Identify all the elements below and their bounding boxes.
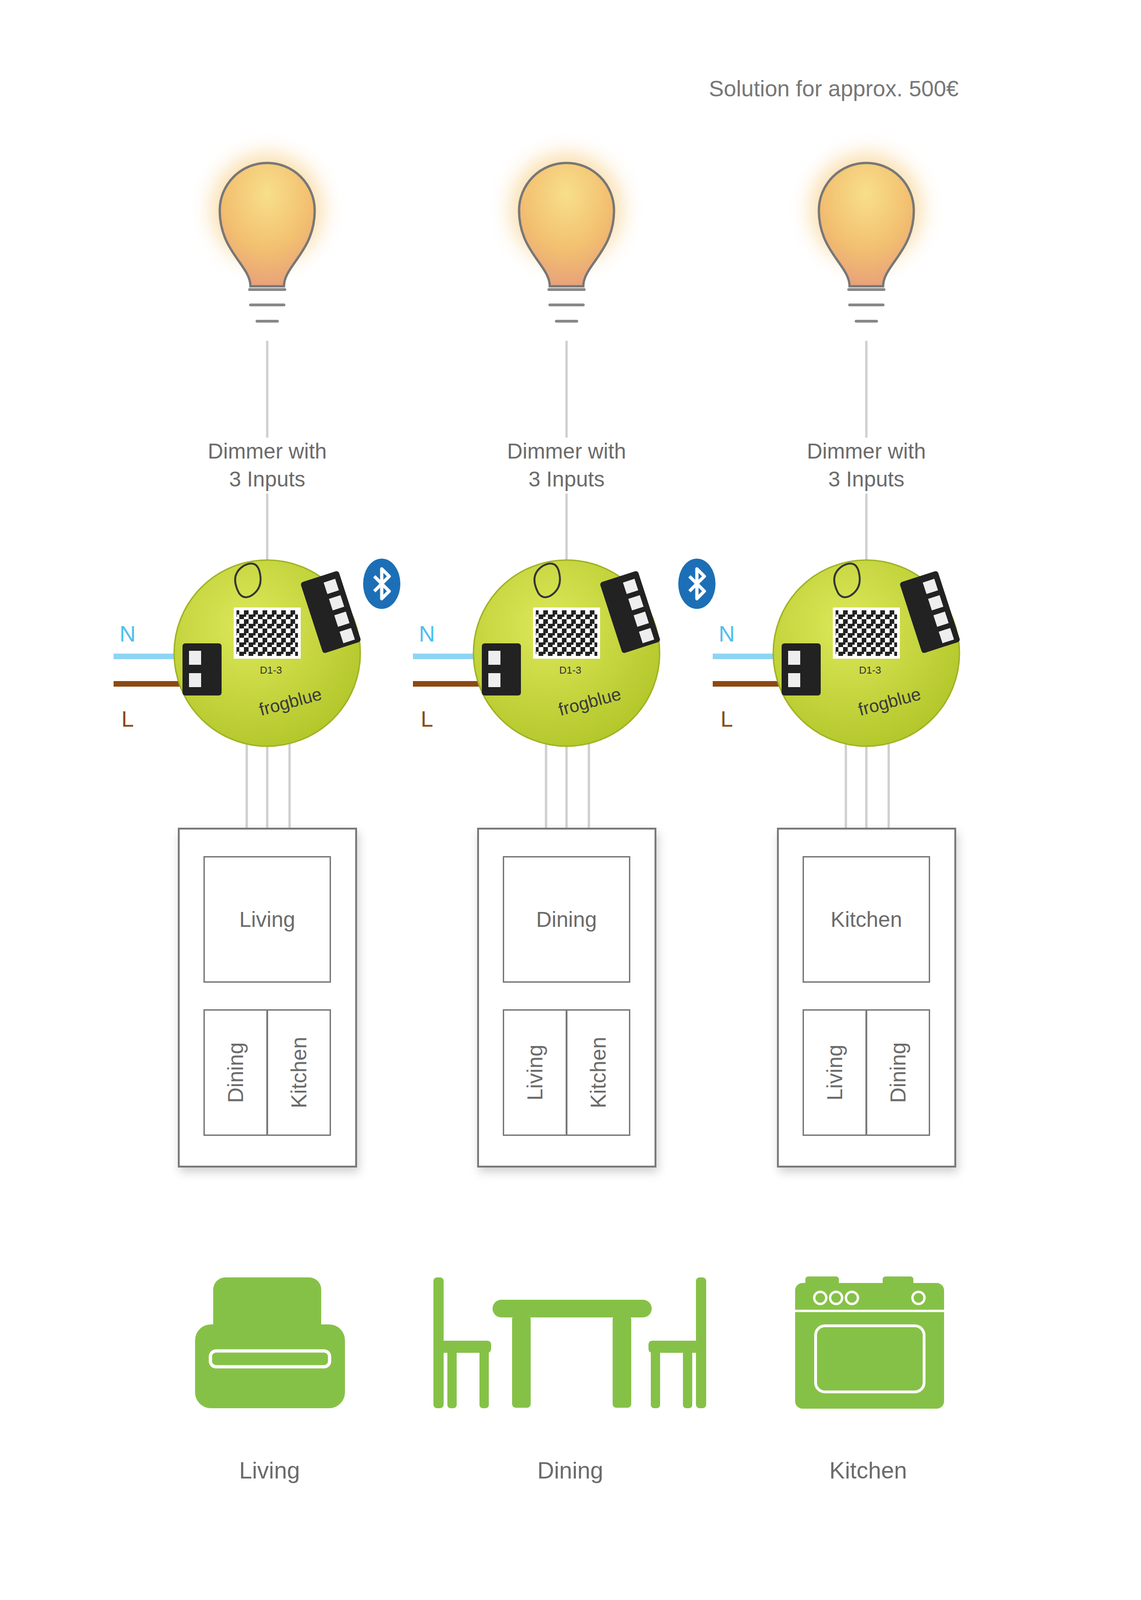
- model-number: D1-3: [858, 663, 882, 678]
- neutral-label: N: [119, 619, 136, 649]
- price-note: Solution for approx. 500€: [708, 74, 959, 104]
- oven-body: [795, 1282, 945, 1409]
- sofa-body: [195, 1324, 345, 1409]
- dimmer-column: [113, 153, 362, 1167]
- chair-leg: [682, 1350, 693, 1409]
- button-label: Kitchen: [830, 906, 902, 932]
- dimmer-column: [412, 153, 661, 1167]
- oven-door: [815, 1325, 925, 1392]
- rocker-button-small: Dining: [203, 1009, 268, 1136]
- chair-leg: [479, 1350, 489, 1409]
- dimmer-label: Dimmer with 3 Inputs: [502, 437, 631, 494]
- dimmer-label: Dimmer with 3 Inputs: [802, 437, 931, 494]
- bluetooth-icon: [678, 558, 716, 609]
- rocker-button-small: Kitchen: [566, 1009, 631, 1136]
- button-label: Kitchen: [286, 1036, 312, 1108]
- oven-knob: [814, 1291, 827, 1304]
- room-label: Dining: [537, 1455, 604, 1486]
- rocker-button-large: Living: [203, 856, 331, 983]
- rocker-button-small: Living: [802, 1009, 867, 1136]
- rocker-button-small: Kitchen: [266, 1009, 331, 1136]
- oven-knob: [830, 1291, 843, 1304]
- neutral-label: N: [718, 619, 736, 649]
- rocker-button-small: Dining: [865, 1009, 931, 1136]
- rocker-button-small: Living: [502, 1009, 568, 1136]
- live-label: L: [720, 704, 734, 734]
- button-label: Living: [822, 1044, 848, 1101]
- dimmer-label: Dimmer with 3 Inputs: [203, 437, 332, 494]
- button-label: Living: [522, 1044, 548, 1101]
- table-leg: [612, 1315, 632, 1408]
- button-label: Kitchen: [585, 1036, 611, 1108]
- oven-divider: [795, 1309, 945, 1313]
- oven-knob: [845, 1291, 858, 1304]
- sofa-seat: [210, 1350, 330, 1367]
- rocker-button-large: Dining: [502, 856, 631, 983]
- room-icons: [195, 1276, 945, 1409]
- oven-knob: [912, 1291, 925, 1304]
- table-top: [492, 1299, 652, 1318]
- model-number: D1-3: [559, 663, 582, 678]
- live-label: L: [121, 704, 135, 734]
- button-label: Dining: [885, 1042, 911, 1103]
- rocker-button-large: Kitchen: [802, 856, 931, 983]
- room-label: Living: [239, 1455, 301, 1486]
- button-label: Dining: [222, 1042, 249, 1103]
- dimmer-column: [712, 153, 961, 1167]
- button-label: Dining: [536, 906, 597, 932]
- button-label: Living: [239, 906, 296, 932]
- chair-leg: [447, 1350, 457, 1409]
- room-label: Kitchen: [829, 1455, 908, 1486]
- model-number: D1-3: [259, 663, 283, 678]
- live-label: L: [420, 704, 434, 734]
- chair-leg: [650, 1350, 661, 1409]
- bluetooth-icon: [363, 558, 401, 609]
- table-leg: [512, 1315, 531, 1408]
- neutral-label: N: [418, 619, 436, 649]
